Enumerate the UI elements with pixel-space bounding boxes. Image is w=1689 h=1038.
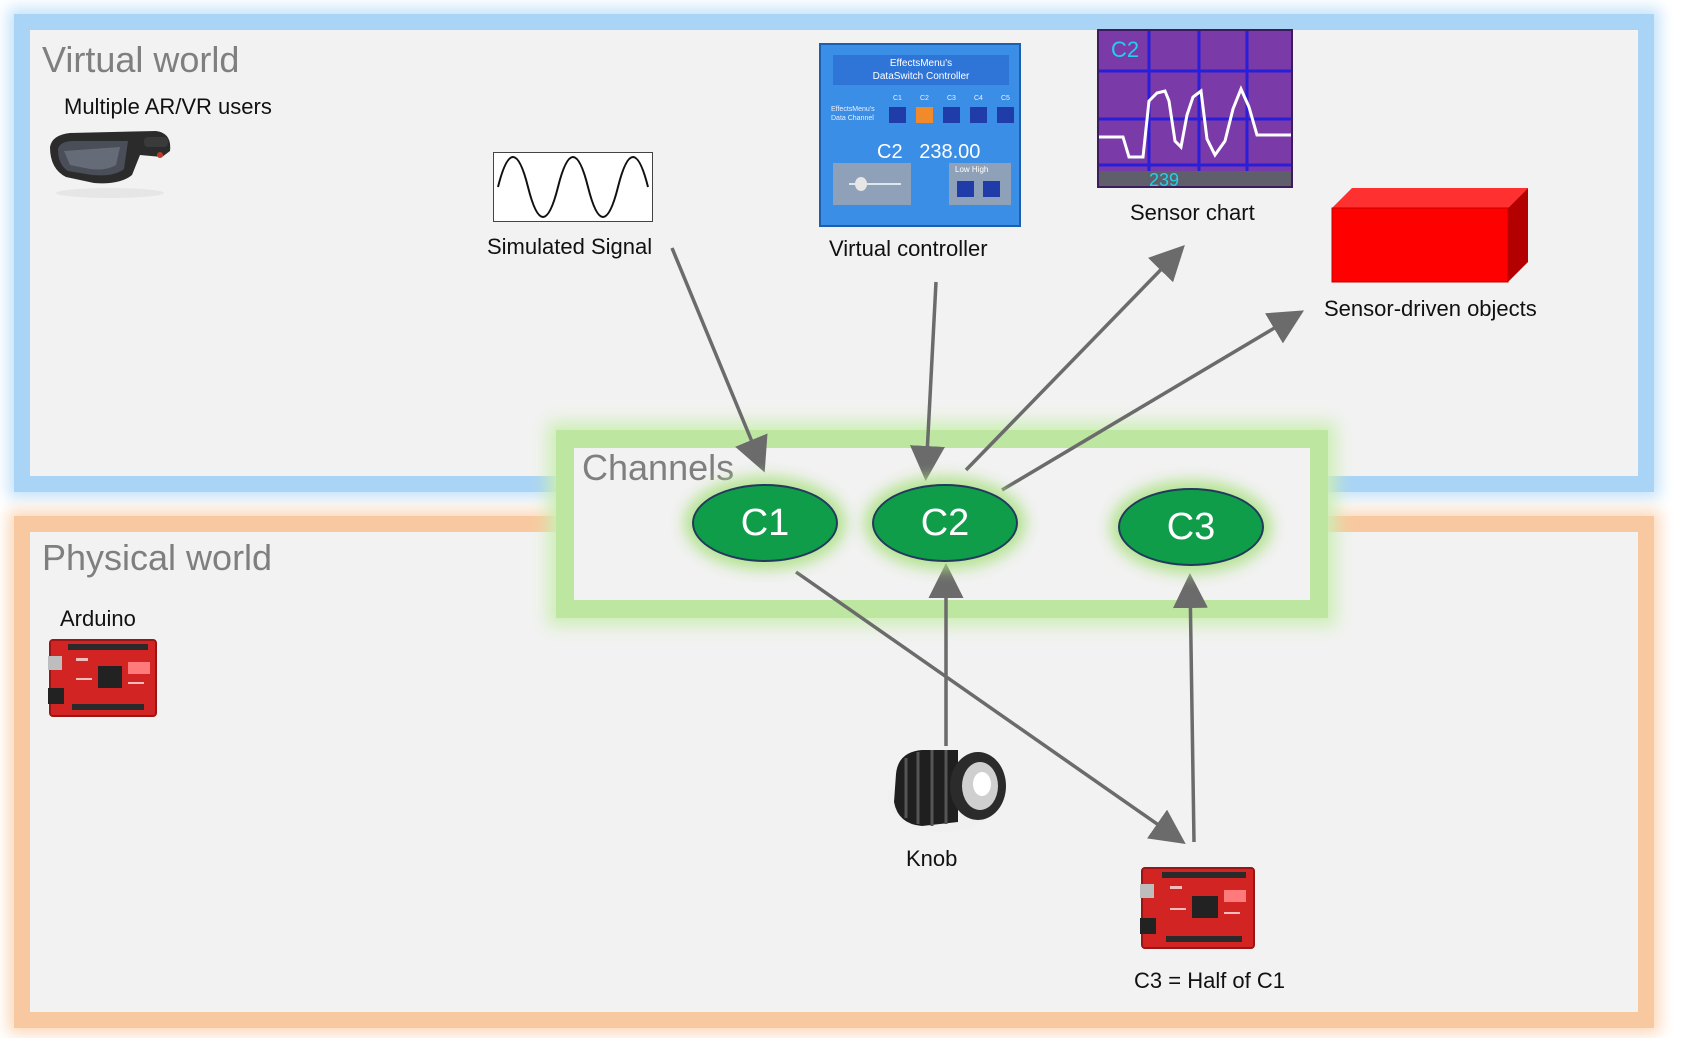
controller-side-line2: Data Channel [831,115,874,122]
channel-node-c1[interactable]: C1 [692,484,838,562]
controller-title-line1: EffectsMenu's [889,58,953,69]
controller-channel-label-c3: C3 [947,95,956,102]
controller-channel-button-c5[interactable] [997,107,1014,123]
channel-node-c2[interactable]: C2 [872,484,1018,562]
controller-channel-button-c1[interactable] [889,107,906,123]
half-of-c1-label: C3 = Half of C1 [1134,968,1286,993]
controller-readout-channel: C2 [877,141,903,163]
edge-simulated-signal-to-c1 [670,247,768,473]
sensor-chart-panel: C2 239 [1097,29,1293,188]
simulated-signal-label: Simulated Signal [487,234,653,259]
controller-high-button[interactable] [983,181,1000,197]
sensor-chart-label: Sensor chart [1130,200,1255,225]
physical-world-title: Physical world [42,537,273,578]
arduino-label: Arduino [60,606,136,631]
controller-channel-button-c3[interactable] [943,107,960,123]
ar-vr-users-label: Multiple AR/VR users [64,94,272,119]
controller-low-high-label: Low High [955,165,989,174]
edge-c2-to-sensor-objects [1001,310,1305,492]
sensor-chart-value-label: 239 [1149,170,1180,188]
controller-side-line1: EffectsMenu's [831,106,875,113]
controller-title-line2: DataSwitch Controller [872,71,970,82]
edge-virtual-controller-to-c2 [909,281,945,481]
controller-slider-handle[interactable] [855,177,867,191]
controller-channel-button-c2[interactable] [916,107,933,123]
channel-c2-label: C2 [920,501,970,544]
channel-c3-label: C3 [1166,505,1216,548]
arduino-half-board-icon [1140,867,1255,949]
edge-c1-to-half-arduino [794,570,1186,845]
controller-low-high-group: Low High [949,163,1011,205]
channel-node-c3[interactable]: C3 [1118,488,1264,566]
controller-title: EffectsMenu's DataSwitch Controller [833,55,1009,85]
channels-title: Channels [582,447,735,488]
virtual-controller-label: Virtual controller [829,236,988,261]
sensor-driven-objects-label: Sensor-driven objects [1324,296,1537,321]
controller-channel-button-c4[interactable] [970,107,987,123]
controller-slider-line [849,183,901,185]
sensor-driven-object-cube [1331,188,1528,283]
edge-c2-to-sensor-chart [964,244,1185,472]
controller-channel-label-c1: C1 [893,95,902,102]
controller-low-button[interactable] [957,181,974,197]
controller-readout: C2 238.00 [877,141,980,164]
headset-icon [50,131,171,198]
controller-slider-track[interactable] [833,163,911,205]
controller-channel-label-c2: C2 [920,95,929,102]
controller-channel-label-c5: C5 [1001,95,1010,102]
edge-half-arduino-to-c3 [1172,573,1208,843]
knob-icon [888,750,1006,832]
channel-c1-label: C1 [740,501,790,544]
sensor-chart-channel-label: C2 [1111,37,1140,62]
virtual-world-title: Virtual world [42,39,240,80]
controller-side-label: EffectsMenu's Data Channel [831,105,875,123]
knob-label: Knob [906,846,958,871]
virtual-controller-panel[interactable]: EffectsMenu's DataSwitch Controller Effe… [819,43,1021,227]
controller-readout-value: 238.00 [919,141,981,163]
arduino-board-icon [48,639,157,717]
controller-channel-label-c4: C4 [974,95,983,102]
simulated-signal-plot [493,152,653,222]
